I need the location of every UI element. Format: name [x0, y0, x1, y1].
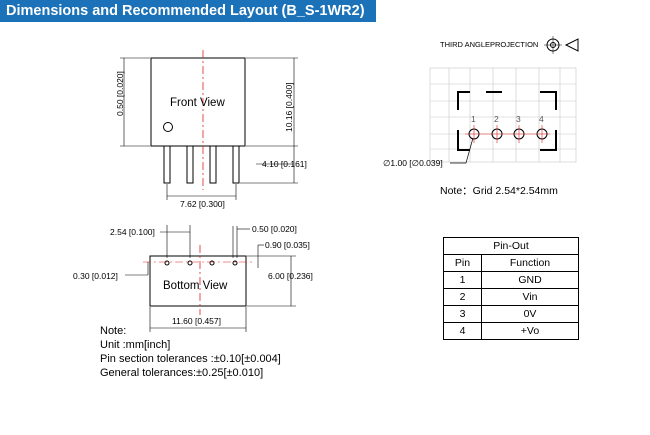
- bottom-pin-1: [164, 260, 170, 266]
- pin1-marker: [163, 122, 173, 132]
- pinout-table: Pin-Out Pin Function 1 GND 2 Vin 3 0V 4 …: [442, 237, 579, 340]
- pin-number: 2: [442, 288, 483, 306]
- dim-edge: 0.30 [0.012]: [73, 271, 118, 281]
- bottom-pin-4: [232, 260, 238, 266]
- layout-pin-3: 3: [516, 114, 521, 124]
- layout-holes: [450, 125, 550, 164]
- front-pin-2: [186, 145, 194, 184]
- bottom-view-body: [149, 255, 247, 307]
- pin-number: 4: [442, 322, 483, 340]
- notes-block: Note: Unit :mm[inch] Pin section toleran…: [100, 324, 281, 380]
- dim-depth: 6.00 [0.236]: [268, 271, 313, 281]
- bottom-pin-3: [209, 260, 215, 266]
- dim-pin-depth: 0.90 [0.035]: [265, 240, 310, 250]
- table-row: 3 0V: [442, 305, 579, 323]
- notes-heading: Note:: [100, 325, 127, 337]
- pinout-header-pin: Pin: [442, 254, 483, 272]
- dim-pin-width: 0.50 [0.020]: [252, 224, 297, 234]
- front-view-drawing: [120, 50, 298, 200]
- notes-unit: Unit :mm[inch]: [100, 339, 171, 351]
- layout-pin-4: 4: [539, 114, 544, 124]
- pinout-title: Pin-Out: [443, 237, 579, 255]
- projection-label: THIRD ANGLEPROJECTION: [440, 40, 539, 49]
- pin-function: +Vo: [481, 322, 579, 340]
- layout-grid: [429, 67, 577, 163]
- pin-function: Vin: [481, 288, 579, 306]
- layout-pin-2: 2: [494, 114, 499, 124]
- layout-pin-1: 1: [471, 114, 476, 124]
- bottom-view-label: Bottom View: [163, 280, 228, 292]
- dim-length: 11.60 [0.457]: [172, 316, 221, 326]
- page-title: Dimensions and Recommended Layout (B_S-1…: [0, 0, 376, 22]
- table-row: 4 +Vo: [442, 322, 579, 340]
- notes-pin-tolerance: Pin section tolerances :±0.10[±0.004]: [100, 353, 281, 365]
- dim-pin-spacing: 2.54 [0.100]: [110, 227, 155, 237]
- bottom-pin-2: [187, 260, 193, 266]
- notes-general-tolerance: General tolerances:±0.25[±0.010]: [100, 367, 264, 379]
- dim-pitch: 7.62 [0.300]: [180, 199, 225, 209]
- dim-pin-length: 4.10 [0.161]: [262, 159, 307, 169]
- front-pin-4: [232, 145, 240, 184]
- layout-outline: [457, 91, 557, 151]
- third-angle-projection-icon: [544, 36, 579, 54]
- dim-height: 10.16 [0.400]: [284, 82, 294, 132]
- hole-diameter: ∅1.00 [∅0.039]: [383, 158, 443, 168]
- pin-function: GND: [481, 271, 579, 289]
- dim-pin-top: 0.50 [0.020]: [115, 71, 125, 116]
- table-row: 1 GND: [442, 271, 579, 289]
- pin-number: 3: [442, 305, 483, 323]
- pin-function: 0V: [481, 305, 579, 323]
- table-row: 2 Vin: [442, 288, 579, 306]
- front-view-label: Front View: [170, 97, 225, 109]
- front-pin-3: [209, 145, 217, 184]
- front-pin-1: [163, 145, 171, 184]
- grid-note: Note：Grid 2.54*2.54mm: [440, 185, 558, 197]
- pin-number: 1: [442, 271, 483, 289]
- bottom-view-drawing: [125, 225, 296, 332]
- pinout-header-function: Function: [481, 254, 579, 272]
